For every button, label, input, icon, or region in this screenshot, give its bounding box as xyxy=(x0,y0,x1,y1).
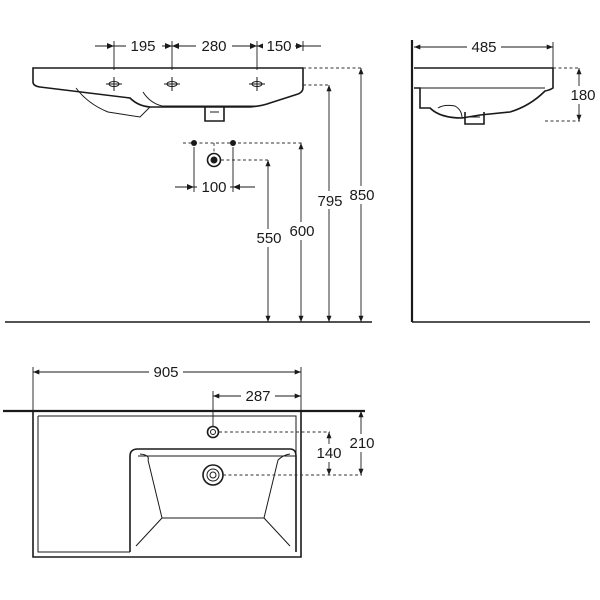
top-drain xyxy=(202,464,224,486)
dim-hole-spacing-middle: 280 xyxy=(201,38,226,55)
side-countertop xyxy=(414,67,554,119)
front-wall-fixing-left xyxy=(191,140,197,146)
front-left-lip xyxy=(75,87,151,118)
dim-height-550: 550 xyxy=(256,230,281,247)
front-waste-outlet xyxy=(206,152,222,168)
dim-height-850: 850 xyxy=(349,187,374,204)
front-tap-hole-middle xyxy=(164,77,180,91)
dim-hole-spacing-right: 150 xyxy=(266,38,291,55)
top-basin-inner xyxy=(147,459,279,519)
dim-height-600: 600 xyxy=(289,223,314,240)
dim-tap-depth: 210 xyxy=(349,435,374,452)
top-view: 905 287 140 210 xyxy=(3,363,376,558)
side-drain-stub xyxy=(464,112,485,125)
dim-side-basin-height: 180 xyxy=(570,87,595,104)
dim-top-width: 905 xyxy=(153,364,178,381)
front-view: 195 280 150 100 550 600 795 xyxy=(5,36,377,323)
front-countertop xyxy=(32,67,304,108)
front-wall-fixing-right xyxy=(230,140,236,146)
dim-side-depth: 485 xyxy=(471,39,496,56)
top-tap-hole xyxy=(206,425,220,439)
dim-drain-spacing: 100 xyxy=(201,179,226,196)
top-countertop-outline xyxy=(32,411,302,558)
dim-hole-spacing-left: 195 xyxy=(130,38,155,55)
front-tap-hole-right xyxy=(249,77,265,91)
top-basin-outline xyxy=(129,448,297,552)
dim-tap-offset: 287 xyxy=(245,388,270,405)
dim-drain-depth: 140 xyxy=(316,445,341,462)
front-basin-contour xyxy=(142,91,260,107)
side-basin-curve xyxy=(437,104,463,119)
side-view: 485 180 xyxy=(410,38,599,323)
front-drain-stub xyxy=(204,107,225,122)
dim-height-795: 795 xyxy=(317,193,342,210)
front-tap-hole-left xyxy=(106,77,122,91)
